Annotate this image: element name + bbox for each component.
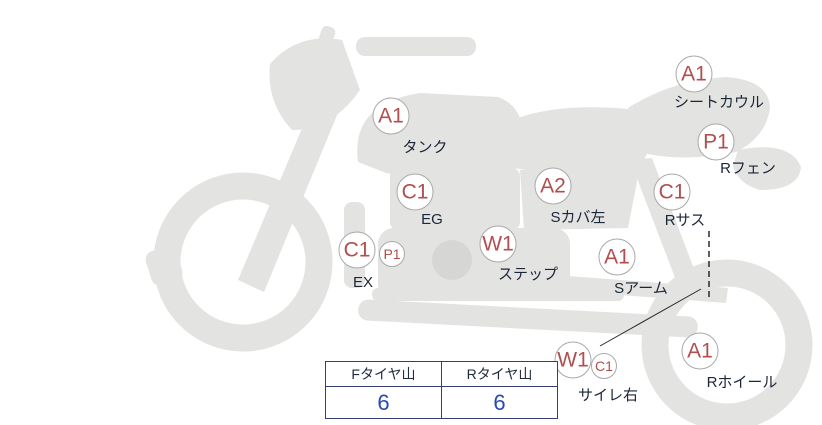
tire-tread-table: Fタイヤ山 Rタイヤ山 6 6 [325, 361, 558, 419]
sub-grade-badge-exhaust: P1 [379, 241, 405, 267]
grade-badge-step: W1 [479, 225, 517, 263]
grade-badge-swing-arm: A1 [598, 238, 636, 276]
part-label-seat-cowl: シートカウル [673, 94, 765, 111]
part-label-rear-wheel: Rホイール [706, 374, 778, 391]
part-label-step: ステップ [497, 266, 559, 283]
grade-badge-engine: C1 [396, 173, 434, 211]
rear-wheel-shape [641, 259, 813, 425]
mirror-shape [314, 25, 336, 59]
handlebar-crossbar-shape [356, 37, 476, 56]
grade-badge-tank: A1 [372, 97, 410, 135]
grade-badge-exhaust: C1 [338, 231, 376, 269]
handlebar-shape [269, 38, 360, 130]
part-label-side-cover-left: Sカバ左 [550, 209, 606, 226]
part-label-tank: タンク [402, 139, 448, 156]
grade-badge-side-cover-left: A2 [534, 167, 572, 205]
muffler-shape [358, 299, 698, 338]
engine-lower-shape [378, 228, 570, 300]
grade-badge-silencer-right: W1 [554, 341, 592, 379]
frame-rail-shape [372, 288, 624, 301]
tire-tread-value-front: 6 [325, 386, 442, 419]
rear-fender-shape [733, 147, 801, 190]
grade-badge-seat-cowl: A1 [675, 55, 713, 93]
tire-tread-value-rear: 6 [441, 386, 558, 419]
part-label-exhaust: EX [352, 274, 374, 291]
part-label-rear-fender: Rフェン [720, 160, 776, 177]
seat-cowl-shape [628, 77, 770, 158]
grade-badge-rear-fender: P1 [697, 123, 735, 161]
tire-table-header-rear: Rタイヤ山 [441, 361, 558, 387]
grade-badge-rear-wheel: A1 [681, 332, 719, 370]
subframe-shape [630, 158, 702, 296]
seat-shape [512, 107, 650, 173]
part-label-rear-suspension: Rサス [664, 212, 706, 229]
tire-table-header-front: Fタイヤ山 [325, 361, 442, 387]
part-label-silencer-right: サイレ右 [577, 387, 639, 404]
part-label-swing-arm: Sアーム [614, 280, 668, 297]
grade-badge-rear-suspension: C1 [653, 173, 691, 211]
engine-cover-shape [432, 240, 472, 280]
front-fender-shape [145, 246, 183, 286]
sub-grade-badge-silencer-right: C1 [591, 353, 617, 379]
part-label-engine: EG [421, 211, 443, 228]
silencer-leader-line [599, 288, 702, 347]
